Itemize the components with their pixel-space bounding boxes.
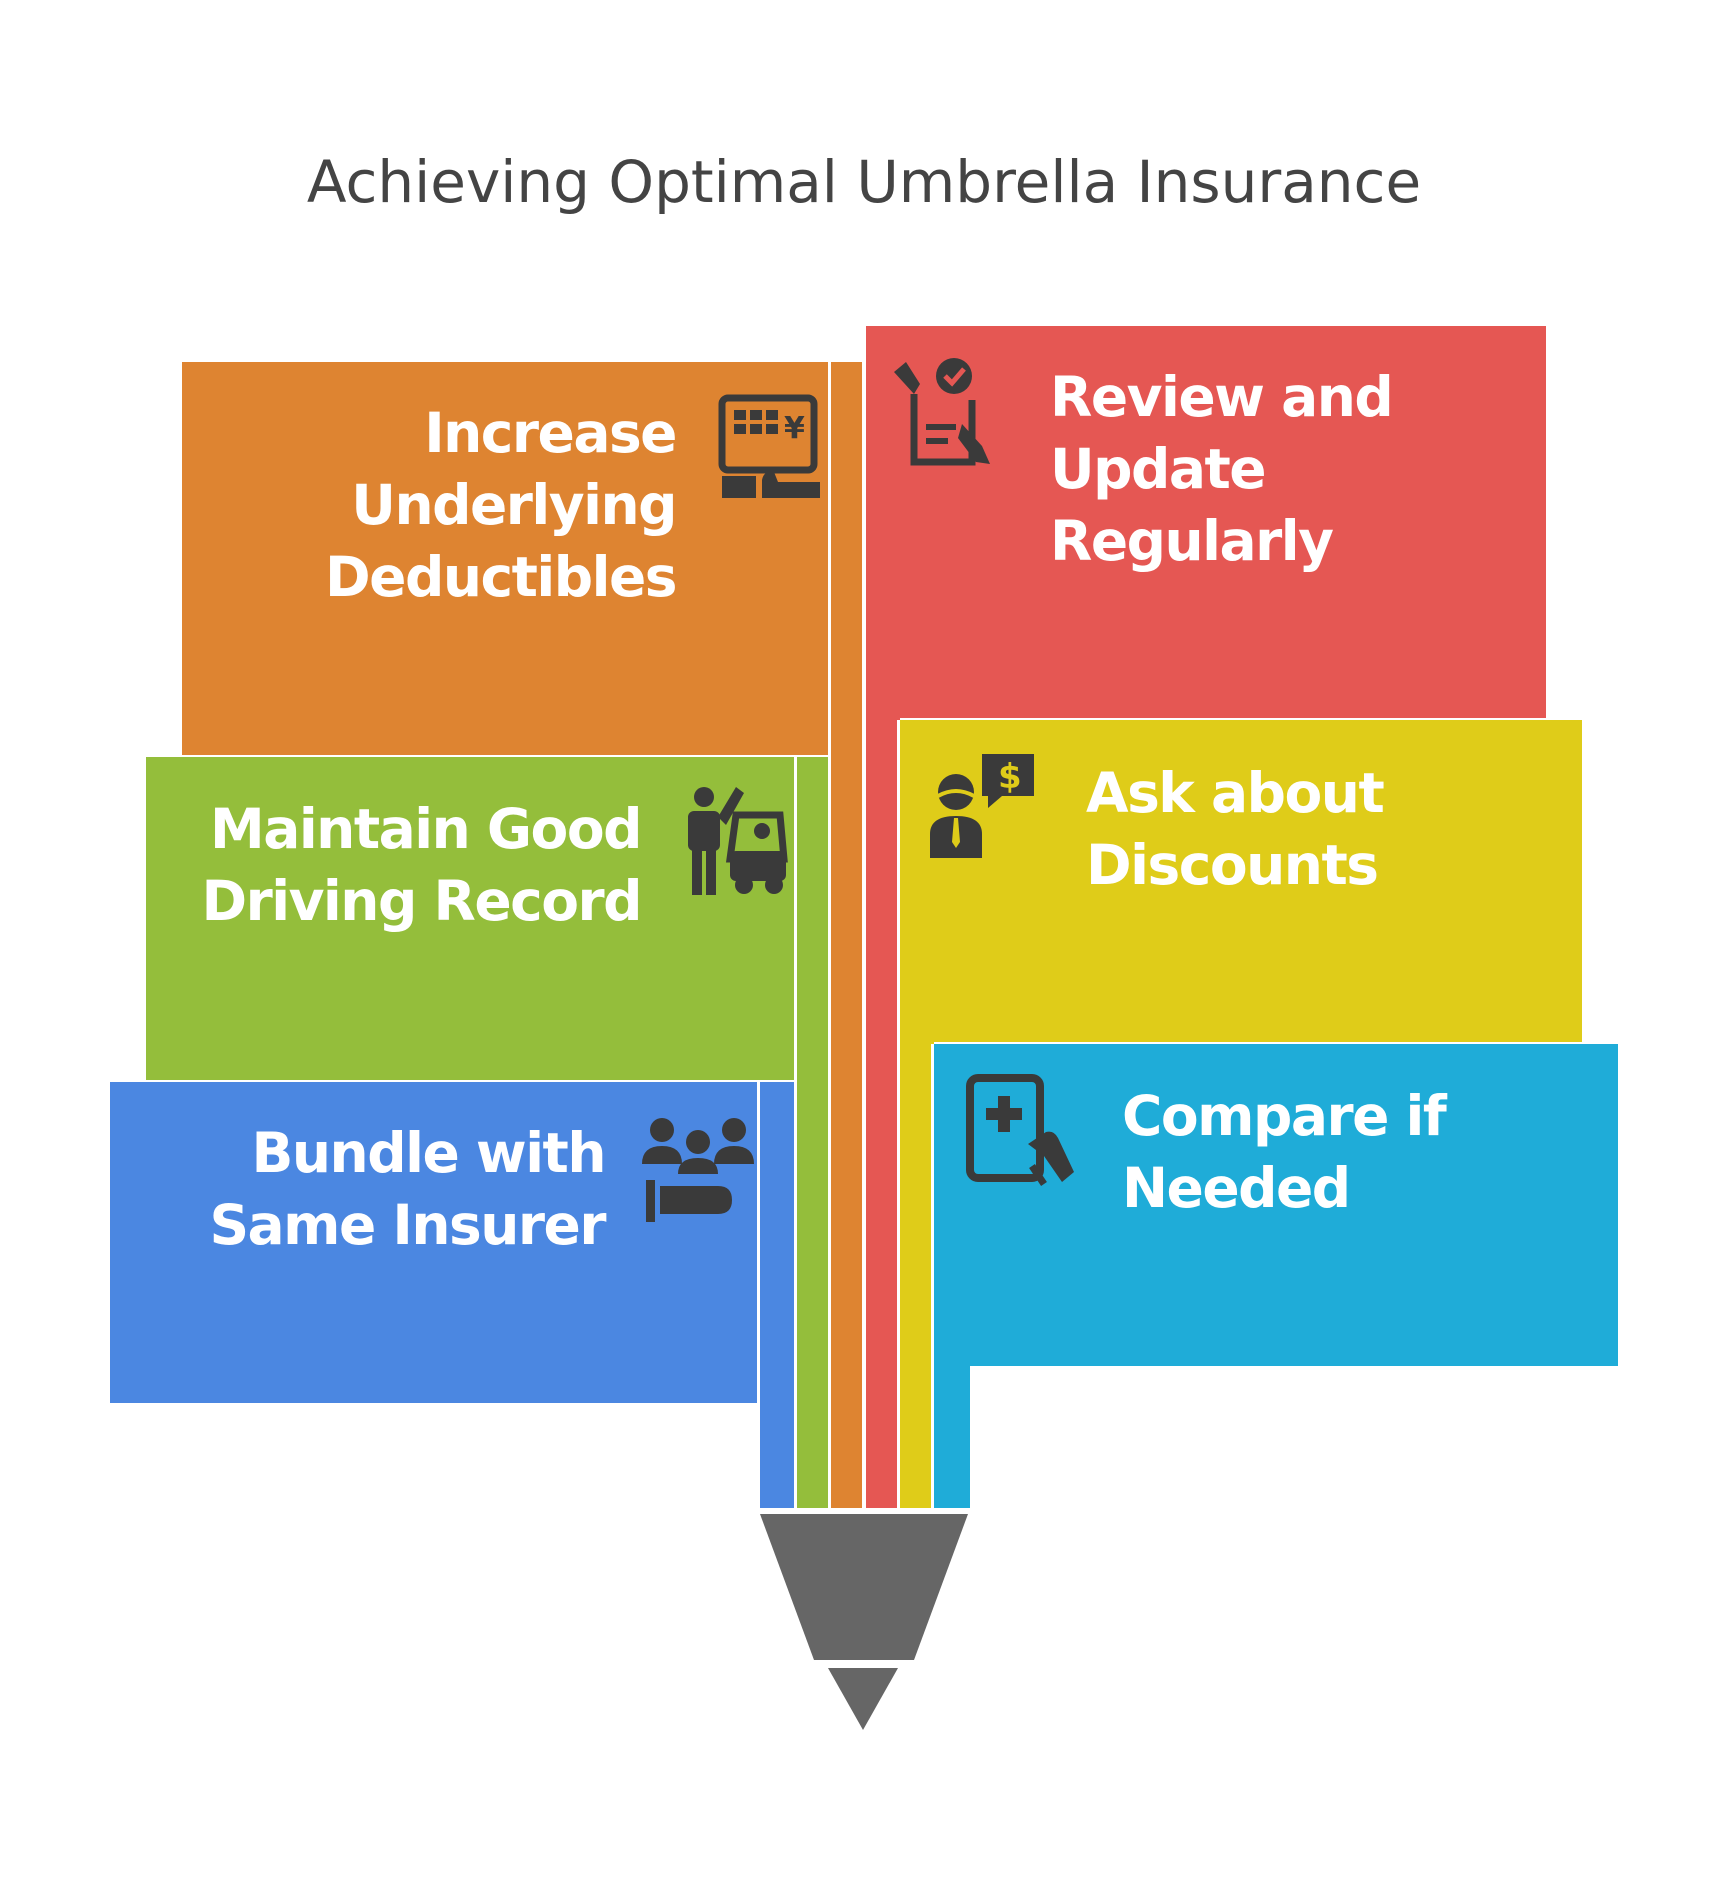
label-ask-discounts: Ask about Discounts: [1086, 761, 1385, 897]
block-review-update: [866, 326, 1546, 1508]
label-compare: Compare if Needed: [1122, 1084, 1447, 1220]
block-increase-deductibles: [182, 362, 862, 1508]
label-review-update: Review and Update Regularly: [1050, 365, 1394, 573]
group-bundle-icon: [638, 1108, 758, 1228]
svg-text:$: $: [998, 757, 1022, 797]
calculator-payment-icon: ¥: [712, 390, 832, 510]
page-title: Achieving Optimal Umbrella Insurance: [306, 148, 1422, 216]
funnel-tip-lower: [828, 1668, 898, 1730]
medical-phone-compare-icon: [962, 1072, 1082, 1192]
block-compare: [934, 1044, 1618, 1508]
funnel-tip-upper: [760, 1514, 968, 1660]
label-maintain-driving: Maintain Good Driving Record: [201, 797, 642, 933]
checklist-review-icon: [886, 354, 1006, 474]
person-dollar-chat-icon: $: [922, 750, 1042, 870]
driver-car-icon: [674, 785, 794, 905]
block-maintain-driving: [146, 757, 828, 1508]
block-ask-discounts: [900, 720, 1582, 1508]
label-increase-deductibles: Increase Underlying Deductibles: [325, 401, 678, 609]
svg-text:¥: ¥: [784, 411, 805, 446]
label-bundle-insurer: Bundle with Same Insurer: [209, 1121, 606, 1257]
block-bundle-insurer: [110, 1082, 794, 1508]
